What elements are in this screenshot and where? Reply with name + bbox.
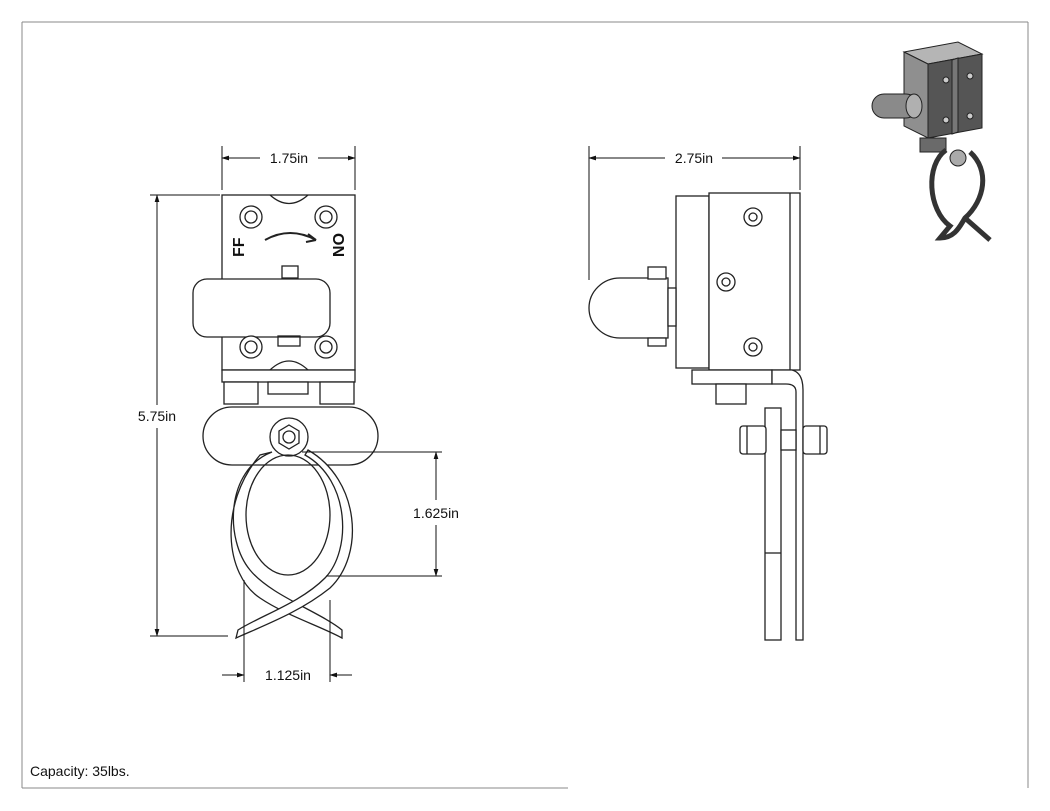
dim-hook-opening: 1.625in [413, 505, 459, 521]
front-view [192, 194, 379, 640]
dim-top-width: 1.75in [270, 150, 308, 166]
front-screws [239, 205, 338, 359]
switch-on-label: ON [329, 233, 346, 257]
capacity-note: Capacity: 35lbs. [30, 763, 130, 779]
dim-hook-width: 1.125in [265, 667, 311, 683]
switch-off-label: FF [231, 237, 248, 257]
dim-overall-height: 5.75in [138, 408, 176, 424]
side-holes [716, 207, 763, 357]
dim-side-depth: 2.75in [675, 150, 713, 166]
dimension-lines [150, 146, 801, 682]
isometric-preview [871, 41, 992, 242]
sheet-border [21, 21, 1029, 789]
side-view [588, 192, 828, 641]
